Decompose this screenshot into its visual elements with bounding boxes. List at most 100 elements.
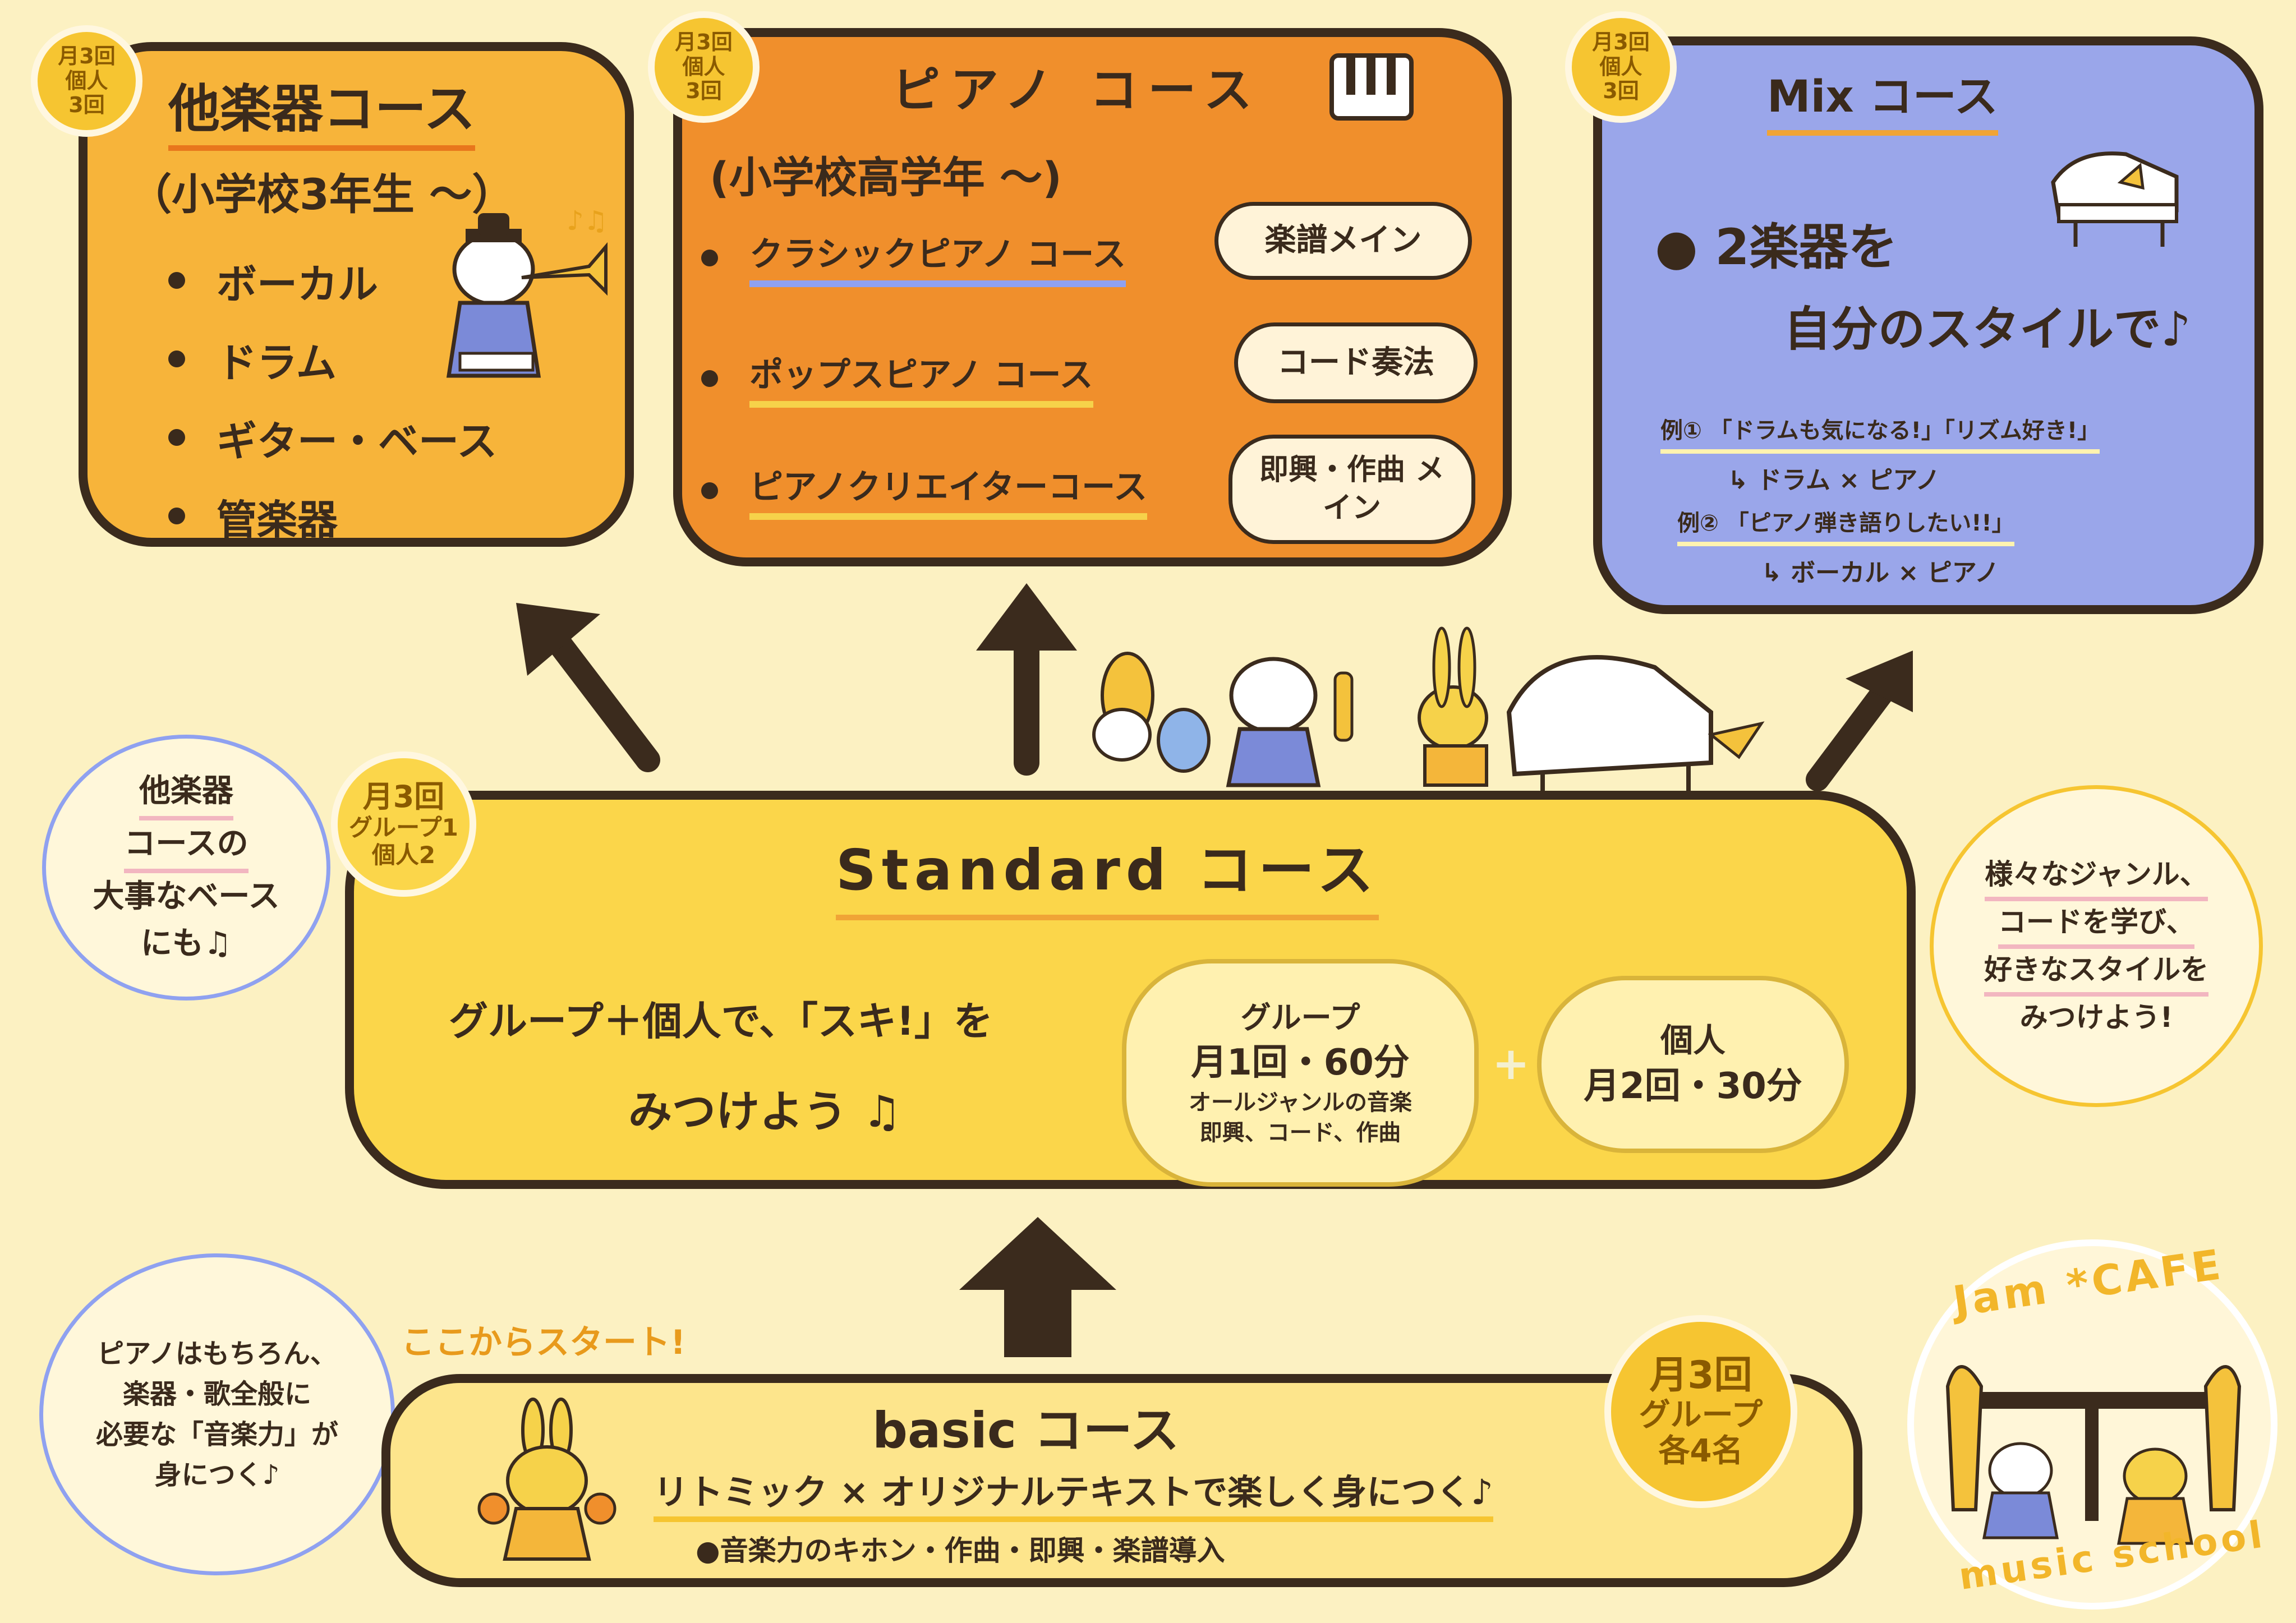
badge-line: 個人2 xyxy=(371,841,436,869)
mix-course-badge: 月3回 個人 3回 xyxy=(1565,11,1677,123)
badge-line: 月3回 xyxy=(58,43,116,68)
list-item: クラシックピアノ コース xyxy=(701,227,1147,348)
list-item-label: ドラム xyxy=(217,339,337,386)
cafe-scene-illustration xyxy=(1945,1365,2242,1545)
standard-course-title: Standard コース xyxy=(836,824,1379,920)
bubble-line: 必要な「音楽力」が xyxy=(95,1419,338,1450)
rabbit-maracas-illustration xyxy=(477,1398,616,1561)
list-item-label: ポップスピアノ コース xyxy=(749,348,1093,408)
plus-sign: + xyxy=(1492,1038,1530,1090)
list-item: ピアノクリエイターコース xyxy=(701,460,1148,561)
basic-course-description: リトミック × オリジナルテキストで楽しく身につく♪ xyxy=(654,1464,1493,1522)
cat-trumpet-illustration: ♪♫ xyxy=(446,205,608,378)
mix-example-2-result: ↳ ボーカル × ピアノ xyxy=(1761,559,1999,587)
list-item: ドラム xyxy=(168,320,497,398)
list-item-label: 管楽器 xyxy=(217,496,338,543)
bubble-line: 楽器・歌全般に xyxy=(122,1378,311,1410)
piano-note-bubble: 楽譜メイン xyxy=(1214,202,1472,280)
bubble-line: コードを学び、 xyxy=(1998,901,2194,949)
badge-line: 月3回 xyxy=(1649,1353,1752,1398)
badge-line: 個人 xyxy=(1599,54,1642,79)
bubble-line: ピアノはもちろん、 xyxy=(97,1338,337,1370)
standard-lead-line2: みつけよう ♫ xyxy=(628,1087,902,1137)
bullet xyxy=(701,250,718,266)
basic-course-badge: 月3回 グループ 各4名 xyxy=(1604,1315,1797,1508)
piano-course-title: ピアノ コース xyxy=(892,62,1262,118)
bubble-line: にも♫ xyxy=(140,925,232,962)
standard-lead-line1: グループ＋個人で、「スキ!」を xyxy=(449,998,993,1044)
bullet xyxy=(168,508,185,524)
bubble-line: 様々なジャンル、 xyxy=(1985,854,2208,901)
mix-example-2: 例② 「ピアノ弾き語りしたい!!」 xyxy=(1677,505,2014,546)
list-item-label: クラシックピアノ コース xyxy=(749,227,1126,287)
piano-course-badge: 月3回 個人 3回 xyxy=(648,11,760,123)
arrow-to-standard-course xyxy=(959,1217,1116,1357)
bullet xyxy=(168,272,185,289)
badge-line: 月3回 xyxy=(1592,29,1650,54)
arrow-to-other-course xyxy=(516,603,660,772)
mix-example-1-result: ↳ ドラム × ピアノ xyxy=(1728,466,1940,495)
badge-line: 3回 xyxy=(1603,79,1639,104)
basic-course-subitems: ●音楽力のキホン・作曲・即興・楽譜導入 xyxy=(696,1534,1225,1567)
group-detail: オールジャンルの音楽 xyxy=(1189,1089,1412,1115)
other-course-box[interactable] xyxy=(79,42,634,547)
list-item: ポップスピアノ コース xyxy=(701,348,1147,460)
speech-bubble-standard: 様々なジャンル、 コードを学び、 好きなスタイルを みつけよう! xyxy=(1930,785,2263,1107)
speech-bubble-basic: ピアノはもちろん、 楽器・歌全般に 必要な「音楽力」が 身につく♪ xyxy=(39,1253,395,1575)
badge-line: 月3回 xyxy=(675,29,733,54)
arrow-to-piano-course xyxy=(976,583,1077,776)
badge-line: 3回 xyxy=(68,93,105,118)
other-course-age: （小学校3年生 〜） xyxy=(129,169,515,219)
start-here-label: ここからスタート! xyxy=(401,1323,686,1362)
badge-line: 個人 xyxy=(682,54,725,79)
bullet xyxy=(701,370,718,387)
individual-frequency: 月2回・30分 xyxy=(1584,1065,1802,1107)
list-item: ギター・ベース xyxy=(168,398,497,477)
group-title: グループ xyxy=(1240,1000,1360,1036)
svg-text:♪♫: ♪♫ xyxy=(567,205,608,237)
standard-course-badge: 月3回 グループ1 個人2 xyxy=(331,751,476,897)
badge-line: 月3回 xyxy=(362,779,445,815)
basic-course-title: basic コース xyxy=(872,1401,1180,1459)
standard-group-cloud: グループ 月1回・60分 オールジャンルの音楽 即興、コード、作曲 xyxy=(1122,959,1479,1187)
list-item-label: ギター・ベース xyxy=(217,417,498,465)
group-frequency: 月1回・60分 xyxy=(1191,1042,1410,1084)
badge-line: グループ xyxy=(1639,1396,1763,1433)
list-item-label: ピアノクリエイターコース xyxy=(749,460,1148,520)
bullet xyxy=(168,351,185,367)
list-item-label: ボーカル xyxy=(217,260,379,308)
individual-title: 個人 xyxy=(1660,1021,1726,1059)
piano-course-list: クラシックピアノ コース ポップスピアノ コース ピアノクリエイターコース xyxy=(701,227,1148,561)
mix-example-1: 例① 「ドラムも気になる!」「リズム好き!」 xyxy=(1660,412,2100,454)
bubble-line: 好きなスタイルを xyxy=(1984,949,2208,997)
bubble-line: 他楽器 xyxy=(139,768,233,820)
badge-line: グループ1 xyxy=(349,814,458,842)
other-course-title: 他楽器コース xyxy=(168,67,476,151)
small-piano-illustration xyxy=(2051,151,2179,247)
speech-bubble-other-course: 他楽器 コースの 大事なベース にも♫ xyxy=(42,735,330,1000)
list-item: 管楽器 xyxy=(168,477,497,555)
mix-course-title: Mix コース xyxy=(1767,62,1998,136)
standard-individual-cloud: 個人 月2回・30分 xyxy=(1537,976,1849,1153)
other-course-list: ボーカル ドラム ギター・ベース 管楽器 xyxy=(168,241,497,555)
piano-course-age: (小学校高学年 〜) xyxy=(710,153,1062,202)
band-animals-illustration xyxy=(1092,626,1765,802)
piano-note-bubble: 即興・作曲 メイン xyxy=(1228,435,1475,544)
arrow-to-mix-course xyxy=(1806,651,1913,791)
badge-line: 3回 xyxy=(685,79,722,104)
bullet xyxy=(701,482,718,499)
other-course-badge: 月3回 個人 3回 xyxy=(31,25,142,137)
bubble-line: 大事なベース xyxy=(93,878,280,915)
mix-main-line2: 自分のスタイルで♪ xyxy=(1784,302,2191,357)
bubble-line: コースの xyxy=(124,820,249,873)
bubble-line: みつけよう! xyxy=(2019,1001,2173,1034)
badge-line: 各4名 xyxy=(1658,1433,1743,1470)
bubble-line: 身につく♪ xyxy=(154,1459,280,1491)
list-item: ボーカル xyxy=(168,241,497,320)
piano-keys-icon xyxy=(1329,53,1414,121)
badge-line: 個人 xyxy=(65,68,108,93)
piano-note-bubble: コード奏法 xyxy=(1234,322,1478,403)
bullet xyxy=(168,429,185,446)
mix-main-line1: ● 2楽器を xyxy=(1655,218,1898,276)
group-detail: 即興、コード、作曲 xyxy=(1199,1119,1401,1146)
